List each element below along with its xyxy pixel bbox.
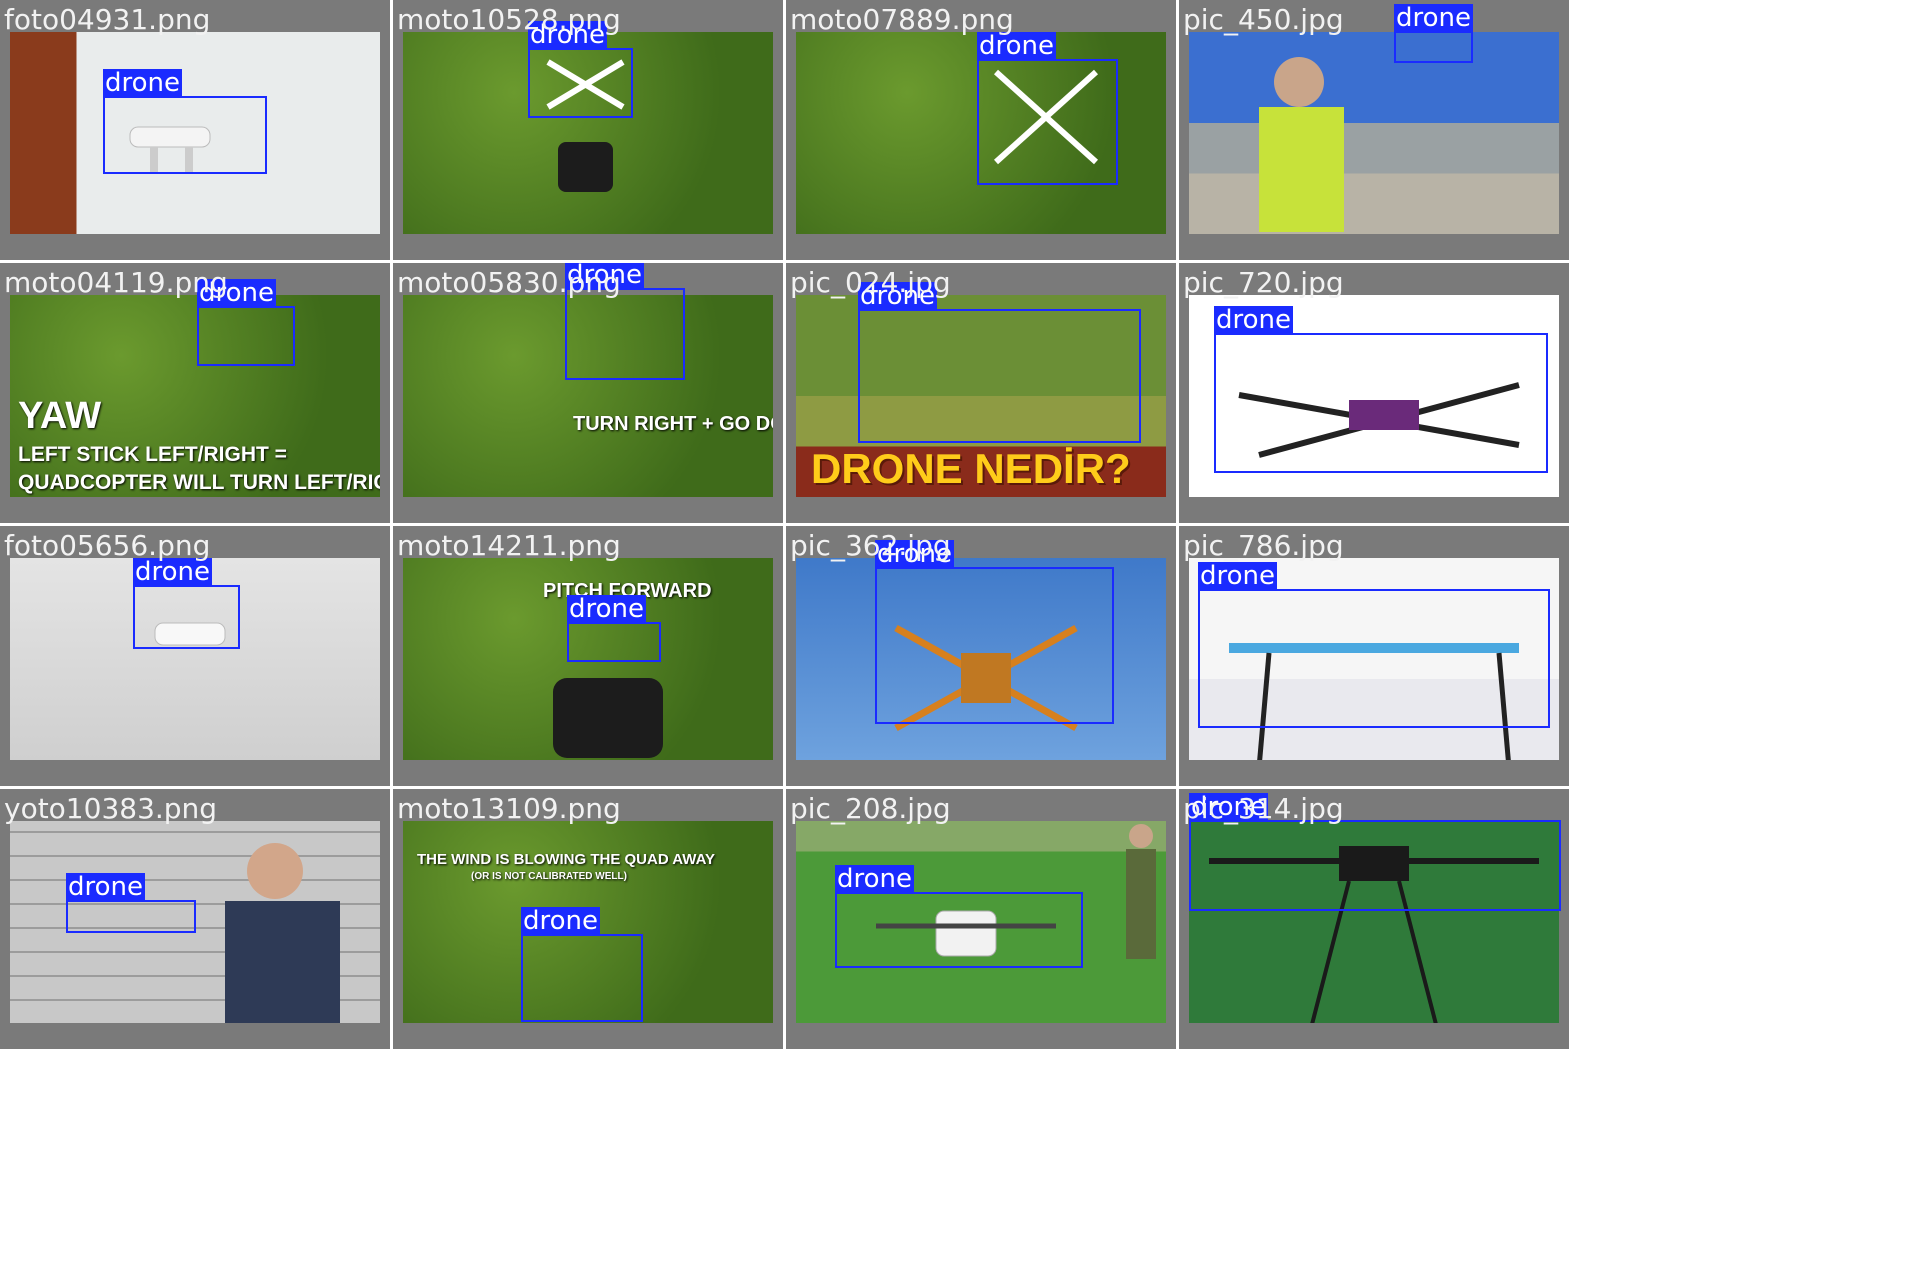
- bounding-box: drone: [1214, 306, 1548, 473]
- grid-cell[interactable]: moto10528.png drone: [393, 0, 786, 263]
- grid-cell[interactable]: pic_786.jpg drone: [1179, 526, 1572, 789]
- photo: [1189, 32, 1559, 234]
- photo: THE WIND IS BLOWING THE QUAD AWAY (OR IS…: [403, 821, 773, 1023]
- file-name: pic_720.jpg: [1183, 266, 1344, 299]
- bbox-label: drone: [197, 278, 277, 308]
- photo: PITCH FORWARD: [403, 558, 773, 760]
- file-name: moto13109.png: [397, 792, 621, 825]
- bounding-box: drone: [521, 907, 643, 1022]
- bounding-box: drone: [1198, 562, 1550, 728]
- bbox-label: drone: [521, 906, 601, 936]
- photo: [403, 32, 773, 234]
- bounding-box: drone: [133, 558, 240, 649]
- grid-cell[interactable]: moto07889.png drone: [786, 0, 1179, 263]
- file-name: moto07889.png: [790, 3, 1014, 36]
- bounding-box: drone: [567, 595, 661, 662]
- bbox-label: drone: [1189, 792, 1269, 822]
- file-name: pic_314.jpg: [1183, 792, 1344, 825]
- bounding-box: drone: [858, 282, 1141, 443]
- photo: [10, 32, 380, 234]
- grid-cell[interactable]: moto13109.png THE WIND IS BLOWING THE QU…: [393, 789, 786, 1052]
- file-name: foto05656.png: [4, 529, 211, 562]
- grid-cell[interactable]: moto14211.png PITCH FORWARD drone: [393, 526, 786, 789]
- caption-subline: (OR IS NOT CALIBRATED WELL): [471, 871, 627, 882]
- bounding-box: drone: [835, 865, 1083, 968]
- bbox-label: drone: [1198, 561, 1278, 591]
- bounding-box: drone: [565, 263, 685, 380]
- caption-line: TURN RIGHT + GO DOWN: [573, 413, 773, 435]
- drone-image: [1238, 382, 1520, 458]
- controller-image: [553, 678, 663, 758]
- caption-line: LEFT STICK LEFT/RIGHT =: [18, 443, 287, 466]
- photo: [10, 558, 380, 760]
- photo: [796, 821, 1166, 1023]
- drone-image: [876, 910, 1056, 957]
- drone-image: [993, 69, 1099, 165]
- grid-cell[interactable]: foto05656.png drone: [0, 526, 393, 789]
- bbox-label: drone: [66, 872, 146, 902]
- drone-image: [1229, 643, 1519, 760]
- photo: TURN RIGHT + GO DOWN: [403, 295, 773, 497]
- bbox-label: drone: [1394, 3, 1474, 33]
- grid-cell[interactable]: moto05830.png TURN RIGHT + GO DOWN drone: [393, 263, 786, 526]
- photo: YAW LEFT STICK LEFT/RIGHT = QUADCOPTER W…: [10, 295, 380, 497]
- grid-cell[interactable]: pic_024.jpg DRONE NEDİR? drone: [786, 263, 1179, 526]
- drone-image: [129, 126, 211, 172]
- photo: [1189, 821, 1559, 1023]
- bbox-label: drone: [103, 68, 183, 98]
- drone-image: [546, 59, 625, 110]
- caption-line: QUADCOPTER WILL TURN LEFT/RIGHT: [18, 471, 380, 494]
- grid-cell[interactable]: pic_720.jpg drone: [1179, 263, 1572, 526]
- grid-cell[interactable]: moto04119.png YAW LEFT STICK LEFT/RIGHT …: [0, 263, 393, 526]
- caption-title: DRONE NEDİR?: [811, 445, 1131, 492]
- bbox-label: drone: [133, 557, 213, 587]
- drone-image: [154, 622, 226, 646]
- caption-title: YAW: [18, 395, 102, 437]
- file-name: pic_786.jpg: [1183, 529, 1344, 562]
- bbox-label: drone: [858, 281, 938, 311]
- grid-cell[interactable]: pic_362.jpg drone: [786, 526, 1179, 789]
- bounding-box: drone: [197, 279, 295, 366]
- bounding-box: drone: [66, 873, 196, 933]
- file-name: yoto10383.png: [4, 792, 218, 825]
- bounding-box: drone: [977, 32, 1118, 185]
- controller-image: [558, 142, 613, 192]
- bounding-box: drone: [1189, 793, 1561, 911]
- person-image: [225, 843, 340, 1023]
- bounding-box: drone: [1394, 4, 1474, 63]
- file-name: moto10528.png: [397, 3, 621, 36]
- bbox-label: drone: [528, 20, 608, 50]
- person-image: [1259, 57, 1344, 232]
- file-name: pic_362.jpg: [790, 529, 951, 562]
- drone-image: [894, 624, 1078, 732]
- grid-cell[interactable]: pic_450.jpg drone: [1179, 0, 1572, 263]
- photo: [796, 32, 1166, 234]
- bbox-label: drone: [567, 594, 647, 624]
- file-name: pic_024.jpg: [790, 266, 951, 299]
- photo: [796, 558, 1166, 760]
- file-name: foto04931.png: [4, 3, 211, 36]
- bbox-label: drone: [875, 539, 955, 569]
- bounding-box: drone: [528, 21, 633, 118]
- file-name: moto04119.png: [4, 266, 228, 299]
- grid-cell[interactable]: pic_208.jpg drone: [786, 789, 1179, 1052]
- bbox-label: drone: [1214, 305, 1294, 335]
- photo: DRONE NEDİR?: [796, 295, 1166, 497]
- grid-cell[interactable]: pic_314.jpg drone: [1179, 789, 1572, 1052]
- bounding-box: drone: [875, 540, 1114, 724]
- file-name: moto05830.png: [397, 266, 621, 299]
- bbox-label: drone: [565, 263, 645, 290]
- file-name: pic_208.jpg: [790, 792, 951, 825]
- person-image: [1126, 824, 1156, 959]
- grid-cell[interactable]: foto04931.png drone: [0, 0, 393, 263]
- caption-line: THE WIND IS BLOWING THE QUAD AWAY: [417, 851, 716, 868]
- bounding-box: drone: [103, 69, 267, 174]
- bbox-label: drone: [835, 864, 915, 894]
- file-name: moto14211.png: [397, 529, 621, 562]
- grid-cell[interactable]: yoto10383.png drone: [0, 789, 393, 1052]
- bbox-label: drone: [977, 31, 1057, 61]
- drone-image: [1209, 846, 1539, 1023]
- file-name: pic_450.jpg: [1183, 3, 1344, 36]
